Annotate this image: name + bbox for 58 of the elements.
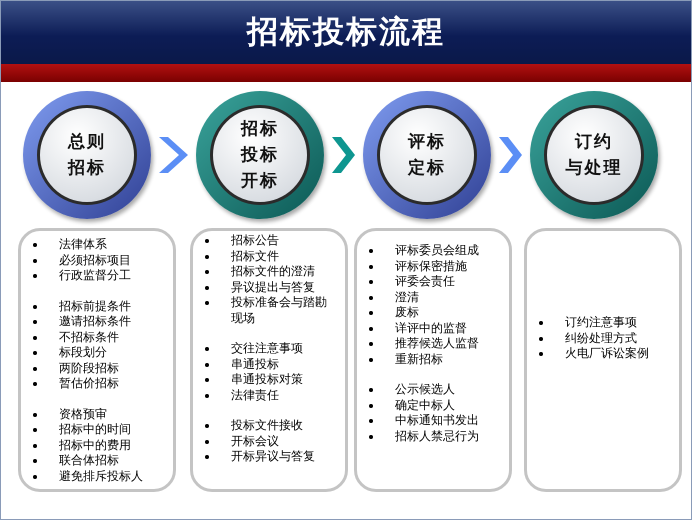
topic-list-card (354, 228, 512, 492)
list-item: 评标保密措施 (395, 258, 468, 274)
list-item: 招标文件的澄清 (231, 264, 316, 280)
list-item: 详评中的监督 (395, 320, 468, 336)
topic-list-card (18, 228, 176, 492)
list-item: 法律体系 (59, 237, 108, 252)
list-item: 纠纷处理方式 (565, 330, 638, 346)
list-item: 串通投标 (231, 356, 280, 372)
stage-label: 开标 (240, 170, 279, 193)
list-item: 招标中的时间 (59, 422, 132, 438)
stage-label: 总则 (68, 130, 106, 154)
stage-label: 订约 (574, 130, 613, 154)
list-item: 行政监督分工 (59, 268, 132, 284)
stage-label: 招标 (240, 118, 279, 141)
list-item: 两阶段招标 (59, 360, 120, 376)
list-item: 投标文件接收 (231, 418, 304, 434)
stage-label: 投标 (240, 144, 279, 167)
list-item: 招标公告 (231, 233, 280, 248)
list-item: 必须招标项目 (59, 252, 132, 268)
stage-label: 评标 (408, 130, 446, 154)
list-item: 法律责任 (231, 388, 280, 403)
list-item: 推荐候选人监督 (395, 336, 480, 352)
topic-list-card (524, 228, 682, 492)
list-item: 邀请招标条件 (59, 314, 132, 330)
list-item: 确定中标人 (395, 398, 456, 413)
list-item: 招标文件 (231, 248, 280, 264)
chevron-arrow (159, 137, 188, 173)
list-item: 串通投标对策 (231, 372, 304, 388)
topic-list-card (190, 228, 348, 492)
diagram-title: 招标投标流程 (247, 13, 445, 51)
list-item: 标段划分 (59, 345, 108, 360)
list-item: 评标委员会组成 (395, 243, 480, 258)
list-item: 火电厂诉讼案例 (565, 346, 650, 362)
chevron-arrow (499, 137, 522, 173)
list-item: 异议提出与答复 (231, 280, 316, 295)
chevron-arrow (332, 137, 355, 173)
list-item: 联合体招标 (59, 453, 120, 468)
list-item: 开标会议 (231, 434, 280, 449)
list-item: 投标准备会与踏勘现场 (231, 295, 328, 326)
stage-label: 与处理 (565, 156, 622, 180)
list-item: 中标通知书发出 (395, 413, 480, 428)
list-item: 重新招标 (395, 352, 444, 367)
list-item: 暂估价招标 (59, 376, 120, 392)
list-item: 评委会责任 (395, 274, 456, 290)
list-item: 交往注意事项 (231, 341, 304, 356)
list-item: 澄清 (395, 290, 420, 305)
stage-label: 定标 (408, 156, 446, 180)
list-item: 不招标条件 (59, 330, 120, 345)
list-item: 招标中的费用 (59, 438, 132, 453)
list-item: 废标 (395, 305, 420, 320)
list-item: 招标前提条件 (59, 298, 132, 314)
list-item: 资格预审 (59, 406, 108, 422)
list-item: 公示候选人 (395, 382, 456, 398)
stage-label: 招标 (68, 156, 106, 180)
list-item: 避免排斥投标人 (59, 468, 144, 484)
list-item: 招标人禁忌行为 (395, 428, 480, 444)
list-item: 开标异议与答复 (231, 449, 316, 464)
list-item: 订约注意事项 (565, 315, 638, 330)
